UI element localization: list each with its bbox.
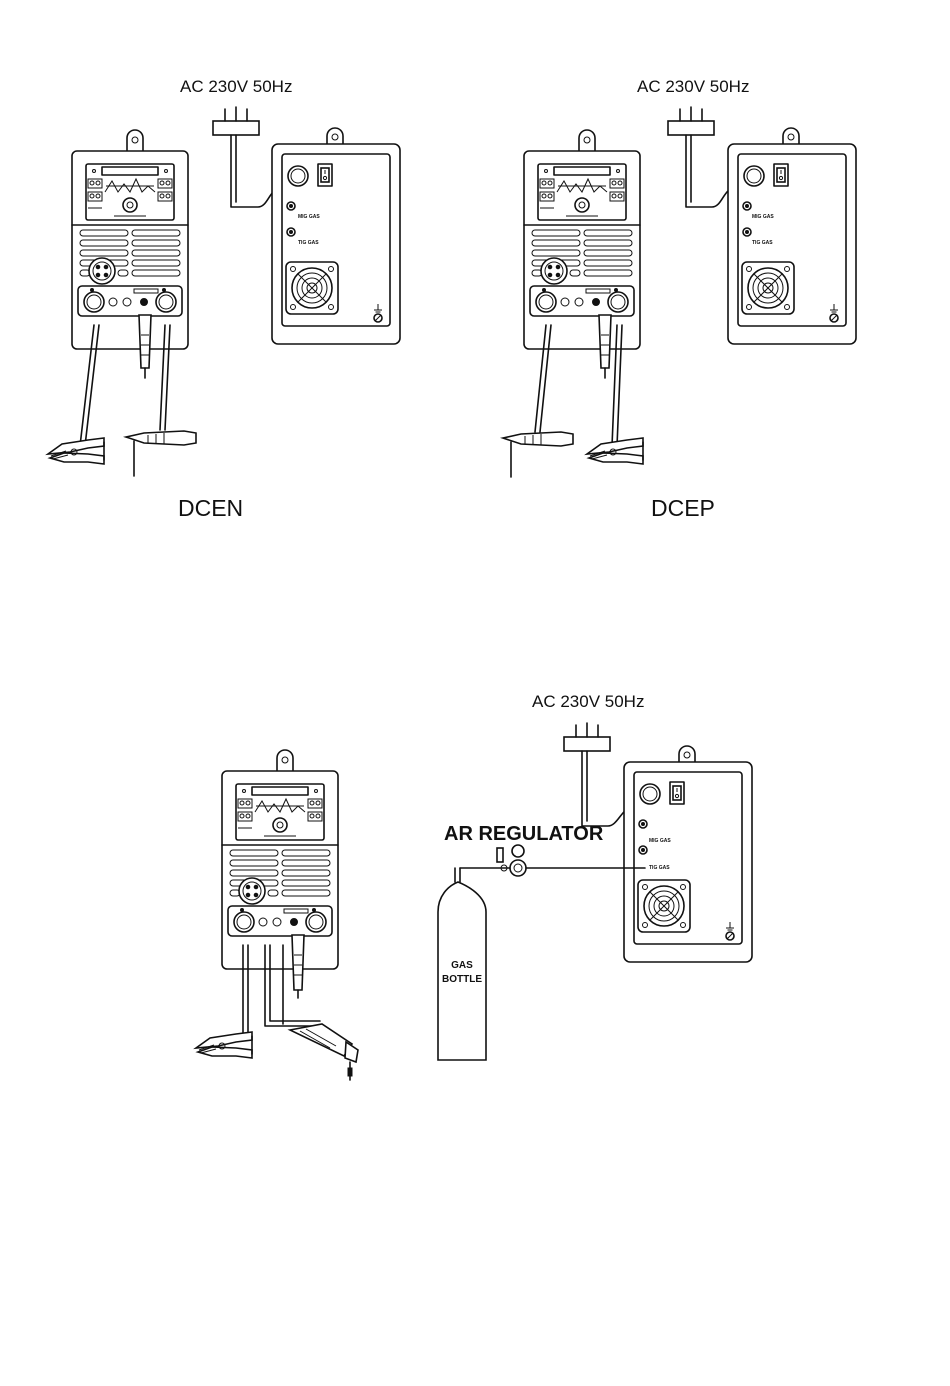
torch-connector xyxy=(139,315,151,368)
dcen-label: DCEN xyxy=(178,495,243,521)
tig-gas-label: TIG GAS xyxy=(298,240,319,246)
mig-gas-label: MIG GAS xyxy=(298,214,320,220)
tig-torch xyxy=(290,1024,358,1080)
ar-regulator xyxy=(460,845,526,876)
gas-bottle: GAS BOTTLE xyxy=(438,868,486,1060)
earth-clamp xyxy=(587,438,643,464)
gas-bottle-label-line2: BOTTLE xyxy=(442,974,482,985)
power-plug xyxy=(213,107,259,135)
earth-clamp xyxy=(48,438,104,464)
electrode-holder xyxy=(126,431,196,476)
welder-front-panel xyxy=(222,750,338,969)
ac-supply-label: AC 230V 50Hz xyxy=(180,77,292,96)
gas-bottle-label-line1: GAS xyxy=(451,960,473,971)
torch-connector xyxy=(599,315,611,368)
ac-supply-label: AC 230V 50Hz xyxy=(532,692,644,711)
tig-gas-label: TIG GAS xyxy=(649,865,670,871)
dcen-setup: AC 230V 50Hz MIG GAS TIG GAS DCEN xyxy=(48,77,400,521)
dcep-label: DCEP xyxy=(651,495,715,521)
power-plug xyxy=(668,107,714,135)
electrode-holder xyxy=(503,432,573,477)
power-plug xyxy=(564,723,610,751)
welder-rear-panel xyxy=(728,128,856,344)
ar-regulator-label: AR REGULATOR xyxy=(444,823,604,845)
tig-gas-label: TIG GAS xyxy=(752,240,773,246)
dcep-setup: AC 230V 50Hz MIG GAS TIG GAS DCEP xyxy=(503,77,856,521)
welder-rear-panel xyxy=(624,746,752,962)
mig-gas-label: MIG GAS xyxy=(649,838,671,844)
ac-supply-label: AC 230V 50Hz xyxy=(637,77,749,96)
tig-setup: AC 230V 50Hz MIG GAS TIG GAS AR REGULATO… xyxy=(196,692,752,1080)
welder-front-panel xyxy=(72,130,188,349)
welder-front-panel xyxy=(524,130,640,349)
torch-connector xyxy=(292,935,304,990)
mig-gas-label: MIG GAS xyxy=(752,214,774,220)
earth-clamp xyxy=(196,1032,252,1058)
welder-rear-panel xyxy=(272,128,400,344)
